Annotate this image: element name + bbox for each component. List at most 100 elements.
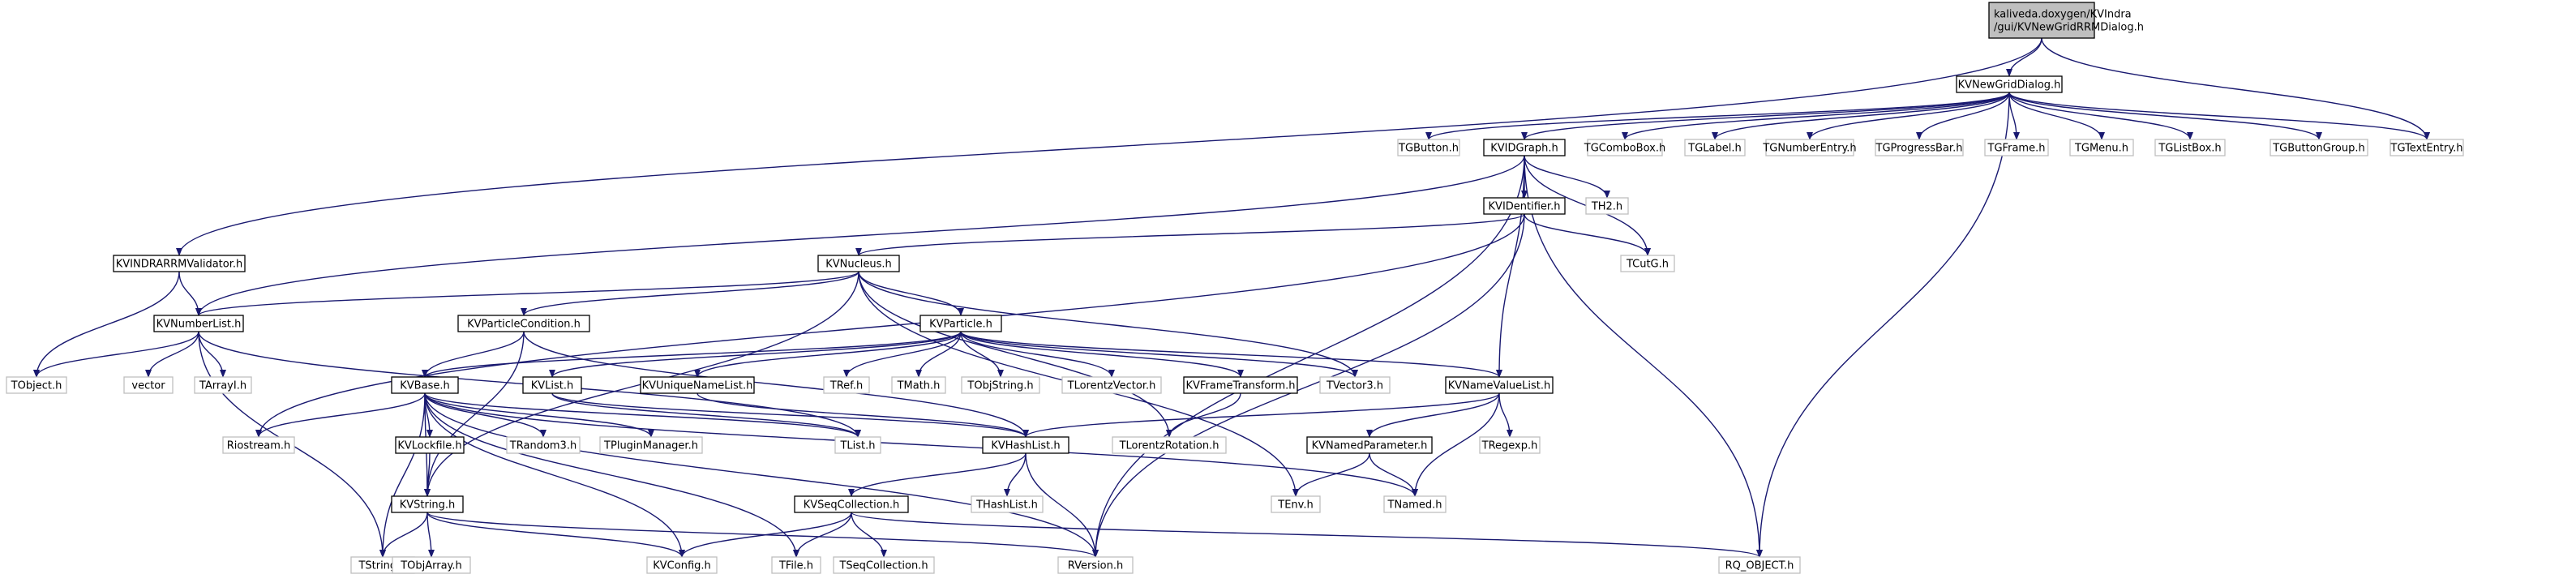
edge-newgrid-to-tgbutton <box>1425 92 2010 140</box>
node-label: TMath.h <box>897 380 941 392</box>
edge-newgrid-to-tgnumberentry <box>1807 92 2010 140</box>
edge-kvseqcollection-to-tfile <box>793 512 852 558</box>
node-kvlist[interactable]: KVList.h <box>522 376 582 394</box>
node-tfile: TFile.h <box>771 556 821 574</box>
node-label: KVParticleCondition.h <box>467 319 581 331</box>
edge-kvidgraph-to-kvnamevaluelist <box>1496 155 1525 378</box>
edge-kvparticle-to-tvector3 <box>960 331 1358 378</box>
node-label: RVersion.h <box>1068 560 1124 572</box>
node-box <box>599 436 703 454</box>
edge-kvnamevaluelist-to-kvhashlist <box>1022 392 1500 438</box>
node-label: KVNamedParameter.h <box>1312 440 1428 452</box>
node-kvindrarrm[interactable]: KVINDRARRMValidator.h <box>113 255 246 272</box>
node-kvuniquename[interactable]: KVUniqueNameList.h <box>640 376 755 394</box>
node-box <box>391 376 459 394</box>
node-tlorentzvector: TLorentzVector.h <box>1061 376 1162 394</box>
node-kvseqcollection[interactable]: KVSeqCollection.h <box>794 495 909 513</box>
node-box <box>1306 436 1433 454</box>
file-nodes: kaliveda.doxygen/KVIndra/gui/KVNewGridRR… <box>6 2 2464 574</box>
node-kvbase[interactable]: KVBase.h <box>391 376 459 394</box>
node-label: KVNucleus.h <box>825 259 892 271</box>
node-kvconfig: KVConfig.h <box>646 556 718 574</box>
node-kvstring[interactable]: KVString.h <box>391 495 464 513</box>
node-tmath: TMath.h <box>891 376 946 394</box>
edge-kvparticle-to-tref <box>843 331 962 378</box>
node-kvframetransform[interactable]: KVFrameTransform.h <box>1183 376 1298 394</box>
edge-kvparticlecondition-to-kvhashlist <box>523 331 1029 438</box>
edge-kvparticle-to-kvlist <box>549 331 962 378</box>
node-box <box>1718 556 1801 574</box>
node-kvnumberlist[interactable]: KVNumberList.h <box>153 315 244 332</box>
node-box <box>1383 495 1447 513</box>
node-kvnucleus[interactable]: KVNucleus.h <box>817 255 900 272</box>
node-label: TSeqCollection.h <box>838 560 928 572</box>
node-box <box>392 556 471 574</box>
node-box <box>1057 556 1134 574</box>
edge-kvlockfile-to-kvstring <box>424 452 431 497</box>
node-box <box>971 495 1044 513</box>
edge-kvbase-to-tlist <box>424 392 861 438</box>
node-box <box>1956 75 2063 93</box>
node-box <box>1984 139 2049 156</box>
node-tgbutton: TGButton.h <box>1397 139 1460 156</box>
node-label: TObject.h <box>11 380 62 392</box>
node-label: TGNumberEntry.h <box>1762 143 1856 155</box>
node-label: KVLockfile.h <box>397 440 461 452</box>
node-tobjstring: TObjString.h <box>961 376 1040 394</box>
node-box <box>833 556 935 574</box>
node-kvidgraph[interactable]: KVIDGraph.h <box>1483 139 1566 156</box>
edge-kvbase-to-kvconfig <box>424 392 685 558</box>
edge-kvlist-to-tlist <box>551 392 861 438</box>
node-tgtextentry: TGTextEntry.h <box>2390 139 2464 156</box>
edge-root-to-newgrid <box>2006 37 2042 77</box>
edge-kvidentifier-to-rversion <box>1092 213 1525 558</box>
edge-kvnumberlist-to-vector <box>145 331 199 378</box>
edge-kvseqcollection-to-rqobject <box>851 512 1763 558</box>
node-box <box>891 376 946 394</box>
node-box <box>522 376 582 394</box>
node-tgbuttongroup: TGButtonGroup.h <box>2270 139 2368 156</box>
node-box <box>1587 139 1663 156</box>
node-box <box>1585 197 1629 215</box>
node-box <box>2069 139 2134 156</box>
node-box <box>153 315 244 332</box>
node-box <box>794 495 909 513</box>
edge-kvnumberlist-to-tobject <box>33 331 199 378</box>
node-box <box>1397 139 1460 156</box>
edge-kvparticle-to-tlorentzvector <box>960 331 1115 378</box>
node-tseqcollection: TSeqCollection.h <box>833 556 935 574</box>
node-kvidentifier[interactable]: KVIDentifier.h <box>1483 197 1566 215</box>
node-tlorentzrotation: TLorentzRotation.h <box>1112 436 1227 454</box>
node-kvnamedparameter[interactable]: KVNamedParameter.h <box>1306 436 1433 454</box>
node-newgrid[interactable]: KVNewGridDialog.h <box>1956 75 2063 93</box>
edge-newgrid-to-kvidgraph <box>1521 92 2010 140</box>
node-box <box>113 255 246 272</box>
node-tnamed: TNamed.h <box>1383 495 1447 513</box>
node-box <box>1319 376 1391 394</box>
node-label: KVNameValueList.h <box>1448 380 1551 392</box>
node-root[interactable]: kaliveda.doxygen/KVIndra/gui/KVNewGridRR… <box>1988 2 2144 39</box>
edge-root-to-kvindrarrm <box>176 37 2042 256</box>
node-label: TFile.h <box>778 560 813 572</box>
node-label: KVINDRARRMValidator.h <box>116 259 243 271</box>
node-kvnamevaluelist[interactable]: KVNameValueList.h <box>1445 376 1554 394</box>
node-label: TGProgressBar.h <box>1875 143 1963 155</box>
node-tgframe: TGFrame.h <box>1984 139 2049 156</box>
edge-kvbase-to-tpluginmanager <box>424 392 654 438</box>
edge-kvnamedparameter-to-tnamed <box>1369 452 1418 497</box>
node-box <box>1445 376 1554 394</box>
node-kvlockfile[interactable]: KVLockfile.h <box>395 436 465 454</box>
node-kvparticlecondition[interactable]: KVParticleCondition.h <box>457 315 590 332</box>
node-label: TObjArray.h <box>400 560 462 572</box>
edge-kvnucleus-to-kvparticlecondition <box>521 271 859 316</box>
node-label: TList.h <box>839 440 875 452</box>
node-kvparticle[interactable]: KVParticle.h <box>919 315 1002 332</box>
edge-kvseqcollection-to-tseqcollection <box>851 512 887 558</box>
node-kvhashlist[interactable]: KVHashList.h <box>982 436 1069 454</box>
node-label: RQ_OBJECT.h <box>1725 560 1794 572</box>
node-label: TLorentzVector.h <box>1067 380 1156 392</box>
node-box <box>222 436 295 454</box>
node-tobject: TObject.h <box>6 376 67 394</box>
node-label: /gui/KVNewGridRRMDialog.h <box>1994 22 2144 34</box>
